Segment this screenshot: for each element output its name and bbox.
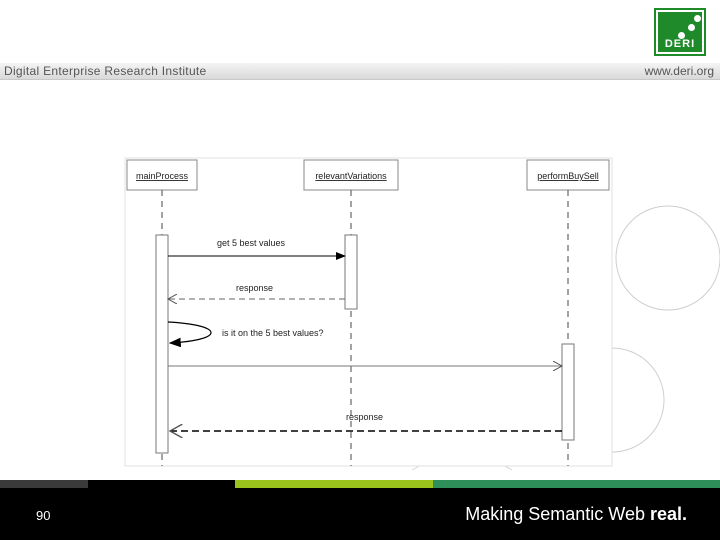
page-number: 90 [36,508,51,523]
footer-strip-segment [433,480,720,488]
lifeline-label: relevantVariations [315,171,387,181]
lifeline-head [303,159,399,191]
self-message-arrow [167,321,212,348]
tagline: Making Semantic Web real. [465,504,687,525]
deri-logo: DERI [654,8,706,56]
lifeline-label: performBuySell [537,171,599,181]
decorative-circle [615,205,720,311]
activation-bar [155,234,169,454]
decorative-arc [611,347,665,453]
institute-name: Digital Enterprise Research Institute [4,64,207,78]
logo-dot-icon [694,15,701,22]
message-label: get 5 best values [217,238,286,248]
diagram-frame [124,157,613,467]
tagline-main: Making Semantic Web [465,504,650,524]
institute-url[interactable]: www.deri.org [644,64,714,78]
message-label: response [236,283,273,293]
footer-strip-segment [0,480,88,488]
activation-bar [344,234,358,310]
logo-dot-icon [688,24,695,31]
message-label: is it on the 5 best values? [222,328,324,338]
footer-strip-segment [88,480,235,488]
header-bar [0,63,720,80]
lifeline-label: mainProcess [136,171,189,181]
footer-bar [0,488,720,540]
activation-bar [561,343,575,441]
logo-dot-icon [678,32,685,39]
logo-text: DERI [664,38,696,50]
tagline-bold: real. [649,504,687,524]
message-label: response [346,412,383,422]
footer-strip-segment [235,480,433,488]
